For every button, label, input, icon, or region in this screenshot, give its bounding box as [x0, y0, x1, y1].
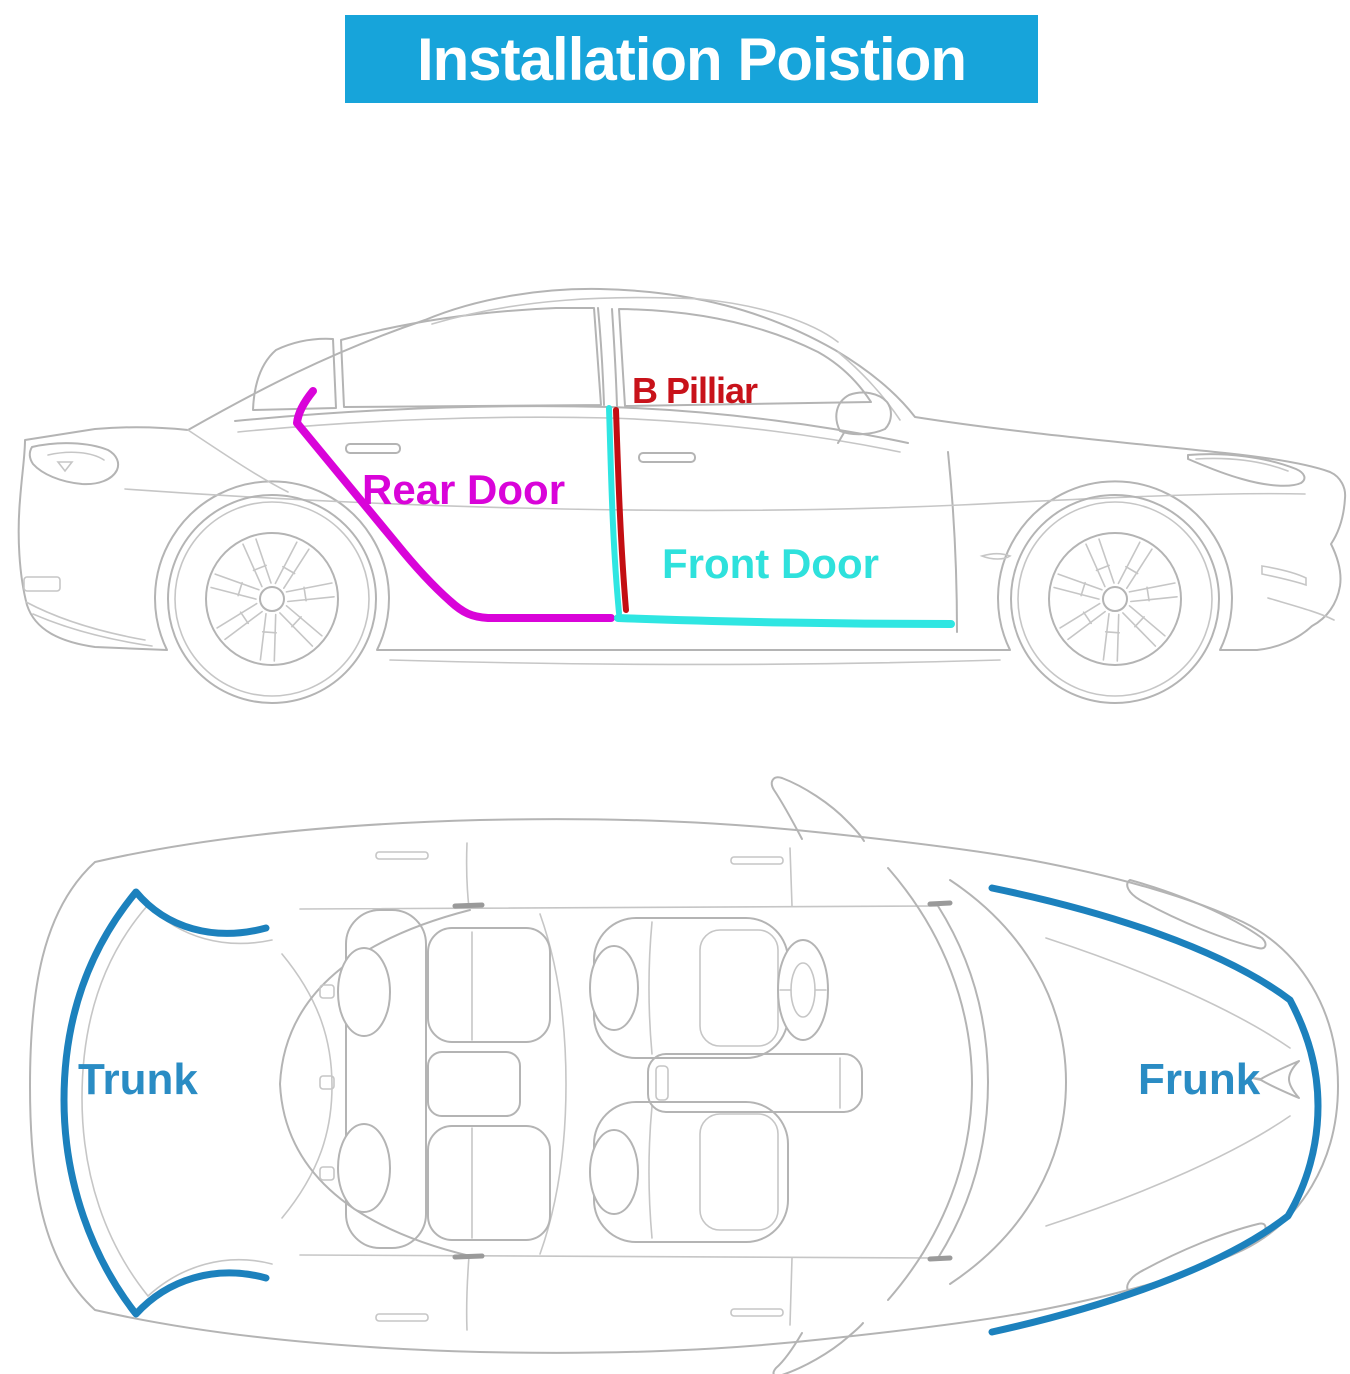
frunk-seal-line [988, 884, 1322, 1336]
top-view-seal-lines [60, 884, 1322, 1336]
top-view-car-drawing [29, 776, 1339, 1374]
rear-door-window [340, 307, 602, 408]
door-handle-mark-2 [730, 856, 784, 865]
b-pillar-front-seal-line [606, 405, 622, 616]
cowl-arc [949, 879, 1067, 1285]
center-console [647, 1053, 863, 1113]
passenger-seat [589, 1101, 789, 1243]
dashboard-arc [887, 867, 973, 1301]
front-door-window [618, 308, 872, 407]
pillar-ticks [452, 900, 953, 1262]
front-wheel [1010, 494, 1220, 704]
rear-headrest-right [337, 1123, 391, 1213]
trunk-seal-line [60, 888, 270, 1318]
a-pillar-inner-line [837, 351, 901, 421]
side-view-seal-lines [293, 387, 955, 628]
label-front-door: Front Door [662, 540, 879, 587]
door-handle-mark-4 [730, 1308, 784, 1317]
hood-creases [1045, 937, 1291, 1227]
rocker-line [389, 659, 1001, 666]
windshield-roof-arc [937, 905, 989, 1259]
top-mirror-right [772, 1322, 864, 1374]
front-door-shut-line [947, 451, 958, 633]
rear-door-seal-line [293, 387, 615, 622]
side-view-car-drawing [17, 287, 1347, 704]
side-body-outline [17, 287, 1347, 651]
front-door-seal-line [614, 614, 955, 628]
roof-rear-edge [539, 913, 567, 1255]
label-trunk: Trunk [78, 1055, 198, 1104]
b-pillar-seal-line [613, 407, 629, 613]
front-wheel-spokes [1053, 538, 1178, 662]
front-door-handle [638, 452, 696, 463]
headlight [1187, 453, 1306, 487]
door-seams-top [465, 842, 793, 1331]
rear-bench-seat [319, 909, 551, 1249]
title-banner: Installation Poistion [345, 15, 1038, 103]
rear-wheel-spokes [210, 538, 335, 662]
side-beltline-lower [237, 416, 901, 453]
door-handle-mark-1 [375, 851, 429, 860]
front-bumper-details [979, 552, 1335, 621]
label-b-pillar: B Pilliar [632, 370, 758, 411]
passenger-headrest [589, 1129, 639, 1215]
top-mirror-left [770, 776, 865, 842]
taillight [28, 442, 120, 486]
headlight-top-right [1126, 1222, 1267, 1293]
headlight-top-left [1126, 879, 1267, 950]
roof-inner-line [431, 296, 839, 343]
top-body-outline [29, 818, 1339, 1354]
side-mirror [835, 391, 892, 444]
taillight-inner [47, 451, 105, 473]
tesla-t-outline-icon [1251, 1060, 1300, 1099]
rear-reflector [23, 576, 61, 592]
driver-seat [589, 917, 789, 1059]
steering-wheel [777, 939, 829, 1041]
rear-headrest-left [337, 947, 391, 1037]
rear-shoulder-line [187, 429, 289, 493]
glass-side-edges [299, 905, 939, 1259]
headlight-inner [1195, 457, 1289, 472]
label-rear-door: Rear Door [362, 466, 565, 513]
b-pillar-divider [597, 307, 618, 407]
rear-deck-arc [281, 953, 333, 1219]
rear-bumper-crease [25, 601, 153, 647]
rear-door-handle [345, 443, 401, 454]
page-title: Installation Poistion [416, 25, 967, 93]
quarter-window [252, 337, 337, 411]
driver-headrest [589, 945, 639, 1031]
door-handle-mark-3 [375, 1313, 429, 1322]
label-frunk: Frunk [1138, 1055, 1261, 1104]
rear-wheel [167, 494, 377, 704]
